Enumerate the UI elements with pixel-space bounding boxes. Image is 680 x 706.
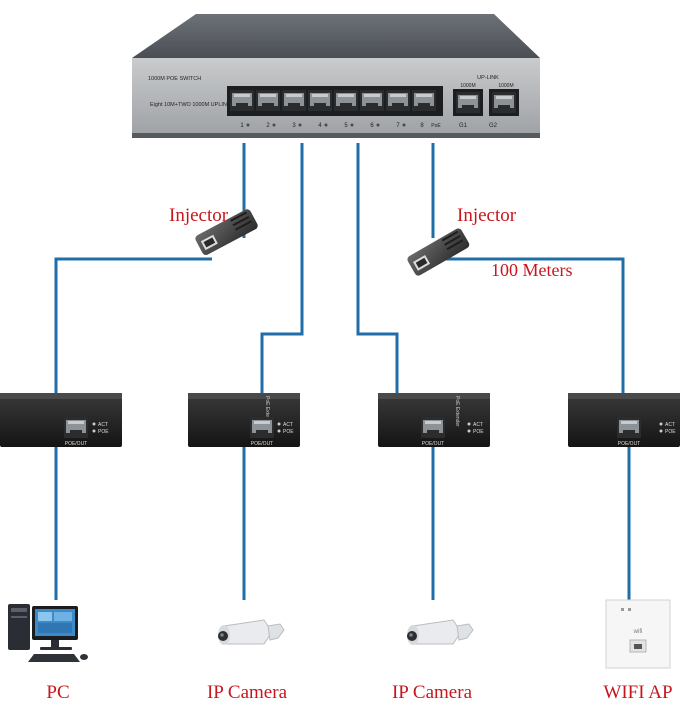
- poe-extender-1: POE/OUT ACT POE: [0, 393, 122, 447]
- uplink-speed-1: 1000M: [460, 83, 475, 89]
- extender-side-text: PoE Extender: [264, 396, 270, 427]
- extender-side-text: PoE Extender: [454, 396, 460, 427]
- port-number: 3: [292, 123, 296, 129]
- switch-port-leds: [246, 123, 406, 127]
- port-number: 6: [370, 123, 374, 129]
- port-number: 4: [318, 123, 322, 129]
- bullet-camera-icon: [218, 619, 285, 645]
- extender-led-act: ACT: [665, 422, 675, 428]
- switch-model-label: 1000M POE SWITCH: [148, 76, 201, 82]
- extender-led-act: ACT: [98, 422, 108, 428]
- bullet-camera-icon: [407, 619, 474, 645]
- device-label-ip-camera-2: IP Camera: [391, 682, 473, 703]
- switch-spec-label: Eight 10M+TWO 1000M UPLINK: [150, 102, 231, 108]
- poe-extender-4: POE/OUT ACT POE: [568, 393, 680, 447]
- port-8-suffix: PoE: [431, 123, 441, 129]
- injector-right-label: Injector: [457, 205, 517, 226]
- cable-switch-to-extender-3: [356, 143, 399, 395]
- port-number: 2: [266, 123, 270, 129]
- extender-led-act: ACT: [283, 422, 293, 428]
- switch-top-panel: [132, 14, 540, 58]
- uplink-port-g2: G2: [489, 123, 498, 129]
- extender-led-poe: POE: [98, 429, 109, 435]
- port-number: 1: [240, 123, 244, 129]
- extender-port-label: POE/OUT: [422, 441, 445, 447]
- extender-port-label: POE/OUT: [65, 441, 88, 447]
- poe-extender-2: PoE Extender POE/OUT ACT POE: [188, 393, 300, 447]
- extender-port-label: POE/OUT: [251, 441, 274, 447]
- extender-led-poe: POE: [283, 429, 294, 435]
- port-number: 7: [396, 123, 400, 129]
- cable-injector-left-to-extender-1: [54, 257, 212, 395]
- port-number: 8: [420, 123, 424, 129]
- poe-switch: 1000M POE SWITCH Eight 10M+TWO 1000M UPL…: [132, 14, 540, 138]
- cable-injector-right-to-extender-4: [433, 257, 625, 395]
- device-label-wifi-ap: WIFI AP: [603, 682, 673, 703]
- wall-access-point-icon: wifi: [605, 599, 671, 669]
- extender-led-act: ACT: [473, 422, 483, 428]
- uplink-port-g1: G1: [459, 123, 468, 129]
- extender-led-poe: POE: [473, 429, 484, 435]
- extender-port-label: POE/OUT: [618, 441, 641, 447]
- uplink-title: UP-LINK: [477, 75, 499, 81]
- injector-left-icon: [195, 209, 258, 256]
- cable-switch-to-extender-2: [260, 143, 304, 395]
- injector-left-label: Injector: [169, 205, 229, 226]
- device-label-ip-camera-1: IP Camera: [206, 682, 288, 703]
- desktop-pc-icon: [8, 604, 88, 662]
- extender-led-poe: POE: [665, 429, 676, 435]
- device-label-pc: PC: [46, 682, 70, 703]
- distance-label: 100 Meters: [491, 260, 573, 280]
- port-number: 5: [344, 123, 348, 129]
- cables: [54, 143, 631, 600]
- switch-port-numbers: 1 2 3 4 5 6 7 8 PoE: [240, 123, 441, 129]
- wifi-ap-face-text: wifi: [633, 629, 643, 635]
- uplink-speed-2: 1000M: [498, 83, 513, 89]
- injector-right-icon: [407, 228, 470, 276]
- poe-extender-3: PoE Extender POE/OUT ACT POE: [378, 393, 490, 447]
